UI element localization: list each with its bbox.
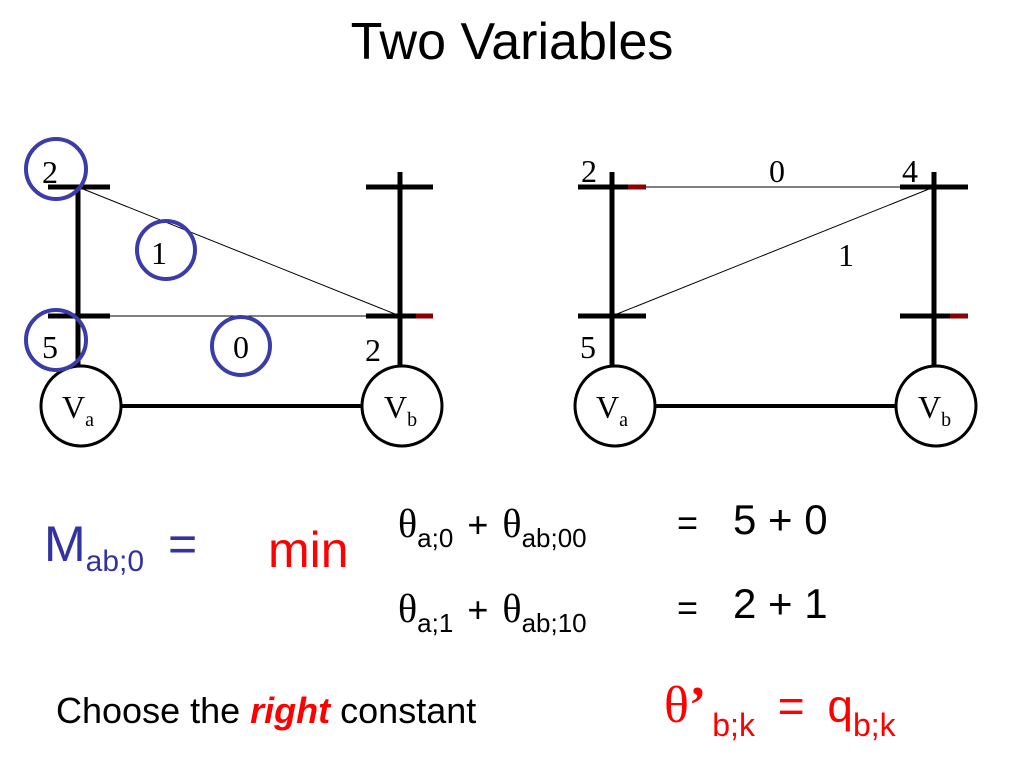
row1-theta-1: θ (398, 501, 418, 546)
row1-eq: = (677, 502, 699, 543)
choose-emph: right (250, 690, 331, 731)
formula-q-sub: b;k (852, 707, 896, 743)
reparam-formula: θ’b;k = qb;k (664, 676, 896, 743)
right-node-vb (894, 364, 978, 448)
row2-eq: = (677, 587, 699, 628)
left-highlight-a-top (24, 137, 88, 201)
left-edge-top-to-b (77, 186, 401, 317)
left-graph: Va Vb 2 5 2 1 0 (24, 137, 444, 448)
row2-theta-2-sub: ab;10 (521, 608, 587, 638)
slide-title: Two Variables (350, 13, 674, 71)
row2-theta-2: θ (502, 586, 522, 631)
equation-lhs-sub: ab;0 (85, 545, 145, 578)
equation-row-1: θa;0 + θab;00 (398, 500, 587, 553)
choose-prefix: Choose the (56, 690, 241, 731)
choose-suffix: constant (340, 690, 477, 731)
left-node-vb-label: Vb (384, 389, 417, 431)
equation-lhs-main: M (44, 516, 86, 572)
formula-theta: θ (664, 677, 689, 734)
right-a-bottom-value: 5 (580, 329, 596, 365)
row1-theta-2-sub: ab;00 (521, 523, 587, 553)
left-highlight-a-bottom (24, 308, 88, 372)
left-node-va (39, 364, 123, 448)
formula-sub: b;k (712, 707, 755, 743)
row1-theta-2: θ (502, 501, 522, 546)
right-a-top-value: 2 (581, 153, 597, 189)
left-node-vb (360, 364, 444, 448)
left-edge-bottom-label: 0 (233, 329, 249, 365)
formula-q: q (827, 680, 853, 732)
left-highlight-edge-bottom (210, 315, 272, 377)
equation-min-label: min (268, 522, 349, 578)
row1-value: 5 + 0 (733, 496, 828, 543)
right-edge-top-label: 0 (769, 153, 785, 189)
left-node-va-label: Va (62, 389, 94, 431)
equation-lhs-eq: = (167, 516, 198, 572)
left-highlight-edge-top (135, 219, 197, 281)
row2-theta-1: θ (398, 586, 418, 631)
row2-plus: + (467, 589, 489, 630)
row1-theta-1-sub: a;0 (417, 523, 454, 553)
right-edge-diag-label: 1 (838, 237, 854, 273)
right-graph: Va Vb 2 5 4 0 1 (573, 153, 978, 448)
formula-prime: ’ (688, 677, 707, 734)
right-node-va (573, 364, 657, 448)
row2-value: 2 + 1 (733, 580, 828, 627)
row1-plus: + (467, 504, 489, 545)
right-node-va-label: Va (596, 389, 628, 431)
right-b-top-value: 4 (902, 153, 918, 189)
right-node-vb-label: Vb (918, 389, 951, 431)
equation-row-2: θa;1 + θab;10 (398, 585, 587, 638)
left-edge-top-label: 1 (151, 235, 167, 271)
formula-eq: = (777, 680, 805, 732)
right-edge-diag (611, 186, 935, 317)
equation-lhs: Mab;0 = (44, 515, 198, 578)
row2-theta-1-sub: a;1 (417, 608, 454, 638)
left-b-bottom-value: 2 (365, 332, 381, 368)
left-a-bottom-value: 5 (42, 329, 58, 365)
choose-constant-text: Choose the right constant (56, 690, 476, 732)
left-a-top-value: 2 (42, 154, 58, 190)
